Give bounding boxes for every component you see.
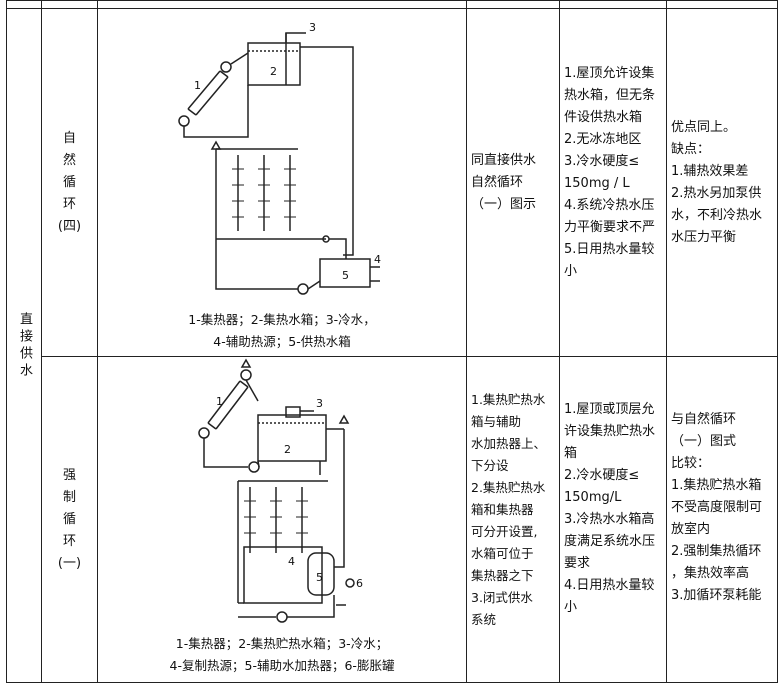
group-label: 直接供水 [17,311,32,380]
label-num: 4 [288,555,295,568]
label-num: 2 [270,65,277,78]
diagram-caption: 1-集热器；2-集热水箱；3-冷水， 4-辅助热源；5-供热水箱 [188,312,376,349]
hot-water-tank [247,42,301,86]
label-num: 3 [309,21,316,34]
water-supply-table: 直接供水 自 然 循 环 (四) [6,0,778,683]
col5-cell: 优点同上。 缺点： 1.辅热效果差 2.热水另加泵供 水，不利冷热水 水压力平衡 [666,8,778,357]
row-label: 自 然 循 环 (四) [57,130,82,234]
label-num: 5 [316,571,323,584]
label-num: 1 [194,79,201,92]
table-row: 强 制 循 环 (一) [7,356,778,683]
col4-cell: 1.屋顶或顶层允 许设集热贮热水 箱 2.冷水硬度≤ 150mg/L 3.冷热水… [559,356,667,683]
row-label: 强 制 循 环 (一) [57,467,82,571]
row-label-cell: 强 制 循 环 (一) [41,356,98,683]
table-row: 直接供水 自 然 循 环 (四) [6,8,778,683]
col5-cell: 与自然循环 （一）图式 比较： 1.集热贮热水箱 不受高度限制可 放室内 2.强… [666,356,778,683]
col3-cell: 1.集热贮热水 箱与辅助 水加热器上、 下分设 2.集热贮热水 箱和集热器 可分… [466,356,560,683]
collector-panel [187,70,221,110]
row-label-cell: 自 然 循 环 (四) [41,8,98,357]
label-num: 4 [374,253,381,266]
col3-cell: 同直接供水 自然循环 （一）图示 [466,8,560,357]
label-num: 2 [284,443,291,456]
label-num: 3 [316,397,323,410]
forced-circulation-diagram: 1 2 3 4 5 6 [198,358,363,623]
diagram-cell: 1 2 3 4 5 1-集热器；2-集热水箱；3-冷水， 4-辅助热源；5-供热… [97,8,467,357]
col4-cell: 1.屋顶允许设集 热水箱，但无条 件设供热水箱 2.无冰冻地区 3.冷水硬度≤ … [559,8,667,357]
label-num: 5 [342,269,349,282]
diagram-caption: 1-集热器；2-集热贮热水箱；3-冷水； 4-复制热源；5-辅助水加热器；6-膨… [169,636,395,673]
natural-circulation-diagram: 1 2 3 4 5 [178,21,381,295]
label-num: 1 [216,395,223,408]
label-num: 6 [356,577,363,590]
supply-tank [319,258,371,288]
diagram-cell: 1 2 3 4 5 6 1-集热器；2-集热贮热水箱；3-冷水； 4-复制热源；… [97,356,467,683]
group-label-cell: 直接供水 [6,8,42,683]
